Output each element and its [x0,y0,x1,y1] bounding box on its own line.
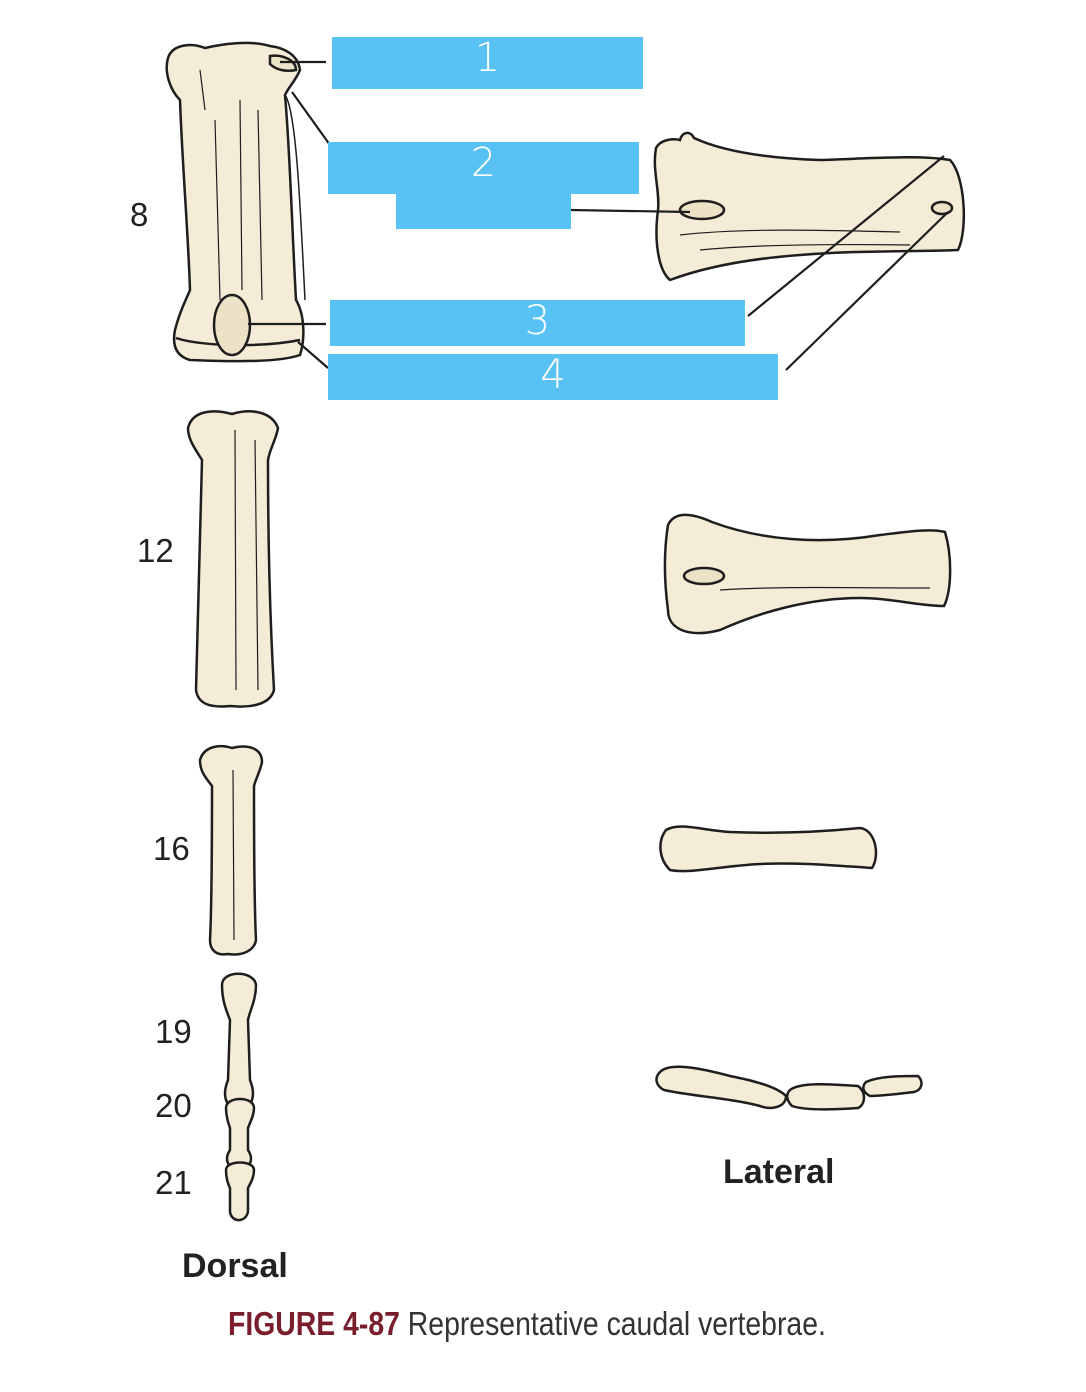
lateral-vertebra-16 [659,825,878,873]
figure-caption-text: Representative caudal vertebrae. [407,1305,826,1342]
label-box-3[interactable]: 3 [330,298,745,346]
label-box-3-number: 3 [524,298,551,344]
vertebra-number-12: 12 [137,532,174,569]
vertebra-number-21: 21 [155,1164,192,1201]
leader-line-3-lateral [747,155,945,317]
leader-line-4-dorsal [297,341,329,369]
lateral-vertebra-8 [653,131,966,282]
dorsal-vertebra-16 [198,744,264,956]
dorsal-vertebra-12 [186,410,280,708]
vertebra-number-20: 20 [155,1087,192,1124]
vertebra-number-8: 8 [130,196,149,233]
label-box-4-number: 4 [540,352,566,398]
label-box-2-number: 2 [470,140,497,186]
vertebra-number-19: 19 [155,1013,192,1050]
label-box-1[interactable]: 1 [332,35,643,89]
dorsal-vertebrae-19-21 [220,972,258,1222]
lateral-view-label: Lateral [723,1153,835,1191]
lateral-vertebra-12 [663,513,952,635]
label-box-4[interactable]: 4 [328,352,778,400]
label-box-2-tab [396,190,571,229]
leader-lines [248,60,949,371]
label-box-1-number: 1 [474,35,501,81]
dorsal-vertebra-8 [165,41,306,363]
dorsal-view-label: Dorsal [182,1247,288,1285]
figure-caption: FIGURE 4-87 Representative caudal verteb… [228,1305,826,1343]
leader-line-2-dorsal [291,91,331,146]
vertebra-number-16: 16 [153,830,190,867]
leader-line-4-lateral [785,211,949,371]
figure-number: FIGURE 4-87 [228,1305,400,1342]
label-box-2[interactable]: 2 [328,140,639,194]
lateral-vertebrae-19-21 [655,1065,923,1111]
leader-line-2-lateral [569,208,691,214]
